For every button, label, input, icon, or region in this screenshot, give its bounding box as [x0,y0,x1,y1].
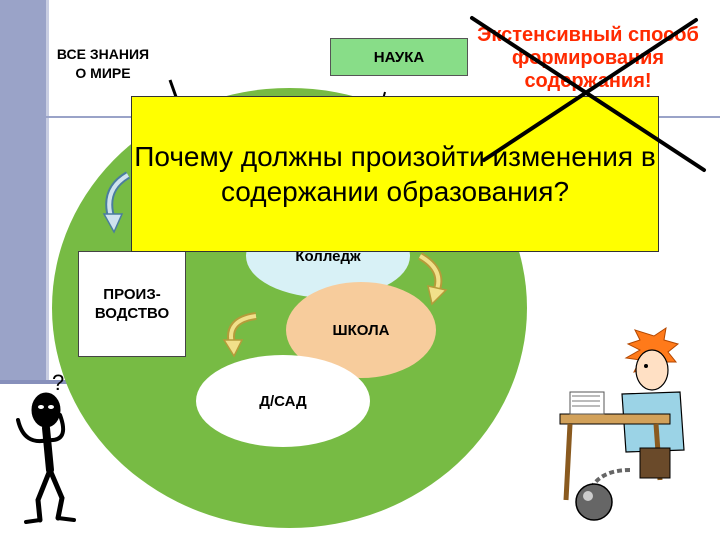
thinker-question-mark: ? [52,370,64,395]
slide-side-bar [0,0,46,382]
curved-arrow-icon [102,171,131,234]
thinking-stick-figure-icon [16,392,76,524]
question-box: Почему должны произойти изменения в соде… [131,96,659,252]
curved-arrow-icon [417,252,448,306]
slide-side-bar-edge [46,0,49,382]
science-box: НАУКА [330,38,468,76]
all-knowledge-label: ВСЕ ЗНАНИЯ О МИРЕ [56,46,150,81]
production-box: ПРОИЗ-ВОДСТВО [78,251,186,357]
chained-student-at-desk-icon [559,326,685,521]
kindergarten-ellipse: Д/САД [196,355,370,447]
slide-bottom-rule [0,380,88,384]
curved-arrow-icon [222,312,257,358]
cross-out-icon [470,16,706,172]
